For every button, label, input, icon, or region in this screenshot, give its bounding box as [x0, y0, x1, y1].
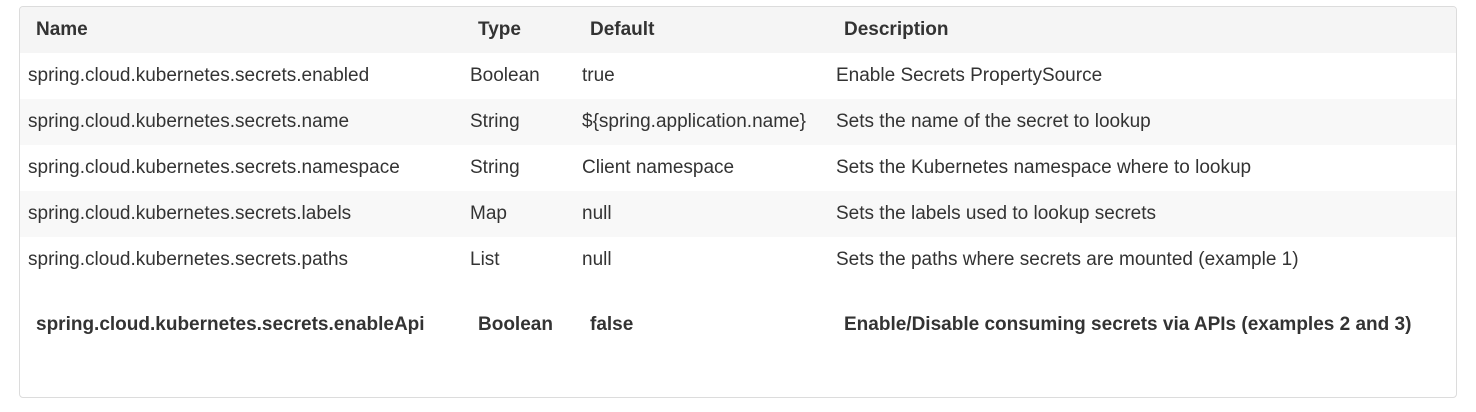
- cell-default: true: [582, 65, 615, 86]
- cell-type: Boolean: [470, 65, 540, 86]
- cell-type: String: [470, 157, 520, 178]
- cell-type: Map: [462, 191, 574, 237]
- table-row: spring.cloud.kubernetes.secrets.namespac…: [20, 145, 1456, 191]
- cell-name: spring.cloud.kubernetes.secrets.paths: [28, 249, 349, 270]
- properties-table: Name Type Default Description spring.clo…: [20, 7, 1456, 393]
- table-body: spring.cloud.kubernetes.secrets.enabled …: [20, 53, 1456, 393]
- properties-table-container: Name Type Default Description spring.clo…: [19, 6, 1457, 398]
- table-row: spring.cloud.kubernetes.secrets.labels M…: [20, 191, 1456, 237]
- column-header-type: Type: [462, 7, 574, 53]
- table-header: Name Type Default Description: [20, 7, 1456, 53]
- table-row: spring.cloud.kubernetes.secrets.enabled …: [20, 53, 1456, 99]
- cell-description: Sets the name of the secret to lookup: [828, 99, 1456, 145]
- cell-name: spring.cloud.kubernetes.secrets.enabled: [28, 65, 370, 86]
- cell-default: null: [582, 249, 612, 270]
- cell-description: Enable Secrets PropertySource: [836, 65, 1103, 86]
- cell-name: spring.cloud.kubernetes.secrets.name: [20, 99, 462, 145]
- column-header-name: Name: [20, 7, 462, 53]
- table-row: spring.cloud.kubernetes.secrets.name Str…: [20, 99, 1456, 145]
- cell-name: spring.cloud.kubernetes.secrets.labels: [20, 191, 462, 237]
- cell-name: spring.cloud.kubernetes.secrets.namespac…: [28, 157, 400, 178]
- cell-default: ${spring.application.name}: [574, 99, 828, 145]
- column-header-default: Default: [574, 7, 828, 53]
- cell-type: List: [470, 249, 500, 270]
- cell-description: Sets the labels used to lookup secrets: [828, 191, 1456, 237]
- cell-default: Client namespace: [582, 157, 735, 178]
- column-header-description: Description: [828, 7, 1456, 53]
- cell-description: Sets the paths where secrets are mounted…: [836, 249, 1299, 270]
- cell-type: Boolean: [478, 314, 553, 335]
- cell-type: String: [462, 99, 574, 145]
- cell-description: Sets the Kubernetes namespace where to l…: [836, 157, 1252, 178]
- table-header-row: Name Type Default Description: [20, 7, 1456, 53]
- cell-name: spring.cloud.kubernetes.secrets.enableAp…: [36, 314, 425, 335]
- cell-description: Enable/Disable consuming secrets via API…: [844, 314, 1412, 335]
- table-row: spring.cloud.kubernetes.secrets.paths Li…: [20, 237, 1456, 283]
- cell-default: null: [574, 191, 828, 237]
- table-row: spring.cloud.kubernetes.secrets.enableAp…: [20, 283, 1456, 393]
- cell-default: false: [590, 314, 634, 335]
